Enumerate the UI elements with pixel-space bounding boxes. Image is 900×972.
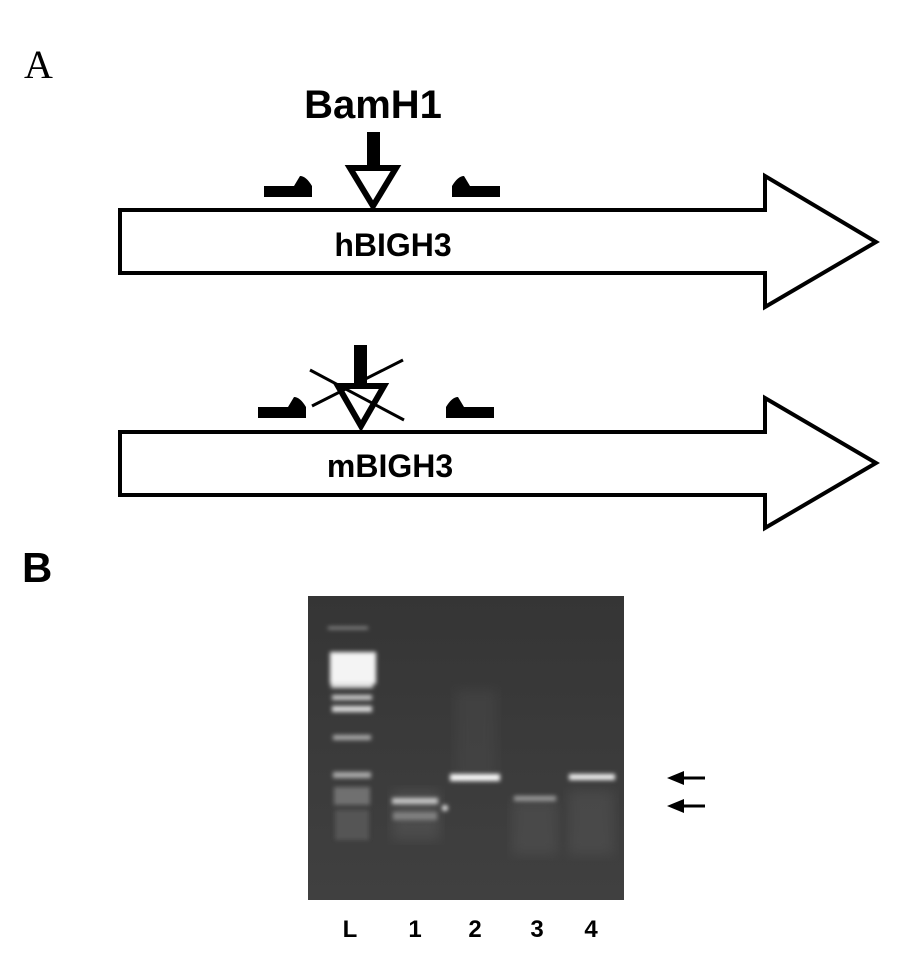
lane-label-4: 4	[584, 916, 598, 943]
lane-label-ladder: L	[343, 916, 358, 943]
upper-band-arrow-icon	[667, 771, 705, 785]
bamh1-label: BamH1	[304, 83, 442, 127]
panel-b-label: B	[22, 544, 52, 591]
lane-1-band-lower	[393, 812, 437, 820]
ladder-lane	[328, 627, 376, 840]
absent-cut-site-arrow-icon	[309, 345, 405, 433]
lane-label-3: 3	[530, 916, 543, 943]
lane-label-1: 1	[408, 916, 421, 943]
forward-primer-icon	[264, 176, 312, 197]
lane-4-band	[569, 774, 615, 780]
lane-2-band	[450, 774, 500, 781]
reverse-primer-icon	[446, 397, 494, 418]
mbigh3-label: mBIGH3	[327, 448, 453, 484]
panel-a-label: A	[24, 42, 53, 87]
lower-band-arrow-icon	[667, 799, 705, 813]
forward-primer-icon	[258, 397, 306, 418]
bamh1-cut-site-arrow-icon	[344, 132, 402, 212]
mbigh3-gene-arrow	[118, 394, 880, 532]
hbigh3-gene-arrow	[118, 172, 880, 311]
lane-label-2: 2	[468, 916, 481, 943]
reverse-primer-icon	[452, 176, 500, 197]
lane-1-band	[392, 798, 438, 804]
lane-labels: L 1 2 3 4	[343, 916, 599, 943]
agarose-gel-image	[308, 596, 624, 900]
hbigh3-label: hBIGH3	[334, 227, 451, 263]
lane-3-band	[514, 796, 556, 801]
